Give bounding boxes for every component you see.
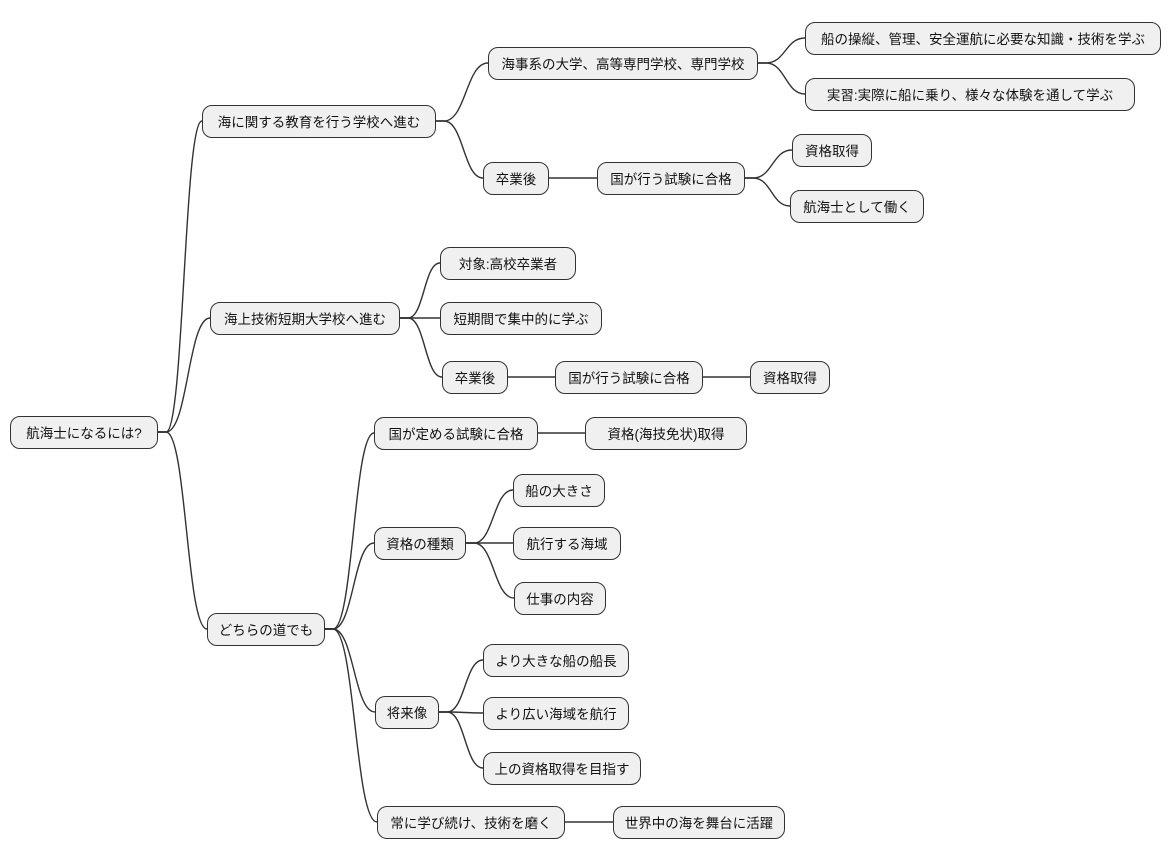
node-get-license-2: 資格取得 (750, 360, 830, 394)
node-sailing-area: 航行する海域 (513, 526, 621, 560)
edge-national-exam-1--work-as-officer (745, 177, 791, 207)
node-license-types: 資格の種類 (374, 526, 466, 560)
node-intensive-study: 短期間で集中的に学ぶ (440, 301, 602, 335)
node-junior-college: 海上技術短期大学校へ進む (210, 301, 400, 335)
node-job-content: 仕事の内容 (514, 581, 606, 615)
edge-either-path--pass-national-exam (325, 432, 375, 630)
node-maritime-univ: 海事系の大学、高等専門学校、専門学校 (488, 46, 758, 80)
node-national-exam-1: 国が行う試験に合格 (597, 161, 745, 195)
edge-junior-college--after-grad-2 (400, 317, 443, 378)
edge-license-types--job-content (466, 542, 515, 599)
node-national-exam-2: 国が行う試験に合格 (555, 360, 703, 394)
edge-maritime-univ--practical-training (758, 62, 806, 95)
node-pass-national-exam: 国が定める試験に合格 (374, 416, 538, 450)
node-learn-knowledge: 船の操縦、管理、安全運航に必要な知識・技術を学ぶ (805, 21, 1161, 55)
node-after-grad-1: 卒業後 (483, 161, 549, 195)
node-target-hs-grads: 対象:高校卒業者 (440, 246, 576, 280)
node-either-path: どちらの道でも (207, 612, 325, 646)
edge-maritime-univ--learn-knowledge (758, 37, 806, 64)
node-ship-size: 船の大きさ (513, 473, 605, 507)
edge-either-path--keep-learning (325, 628, 378, 823)
node-license-acquired: 資格(海技免状)取得 (585, 416, 747, 450)
edge-root--either-path (158, 431, 208, 630)
node-after-grad-2: 卒業後 (442, 360, 508, 394)
node-future-vision: 将来像 (375, 695, 439, 729)
node-higher-license: 上の資格取得を目指す (483, 751, 641, 785)
node-active-worldwide: 世界中の海を舞台に活躍 (613, 805, 785, 839)
node-keep-learning: 常に学び続け、技術を磨く (377, 805, 565, 839)
edge-edu-school--after-grad-1 (436, 120, 484, 179)
edge-junior-college--target-hs-grads (400, 262, 441, 319)
node-edu-school: 海に関する教育を行う学校へ進む (202, 104, 436, 138)
edge-edu-school--maritime-univ (436, 62, 489, 122)
node-work-as-officer: 航海士として働く (790, 189, 924, 223)
node-practical-training: 実習:実際に船に乗り、様々な体験を通して学ぶ (805, 77, 1135, 111)
edge-future-vision--larger-ship-captain (439, 659, 484, 713)
node-root: 航海士になるには? (10, 415, 158, 449)
edge-national-exam-1--get-license-1 (745, 149, 793, 179)
edge-root--junior-college (158, 317, 211, 433)
edge-root--edu-school (158, 120, 203, 433)
node-larger-ship-captain: より大きな船の船長 (483, 643, 629, 677)
edge-either-path--future-vision (325, 628, 376, 713)
edge-either-path--license-types (325, 542, 375, 630)
node-get-license-1: 資格取得 (792, 133, 872, 167)
edge-license-types--ship-size (466, 489, 514, 544)
node-wider-area: より広い海域を航行 (483, 696, 629, 730)
edge-future-vision--higher-license (439, 711, 484, 769)
